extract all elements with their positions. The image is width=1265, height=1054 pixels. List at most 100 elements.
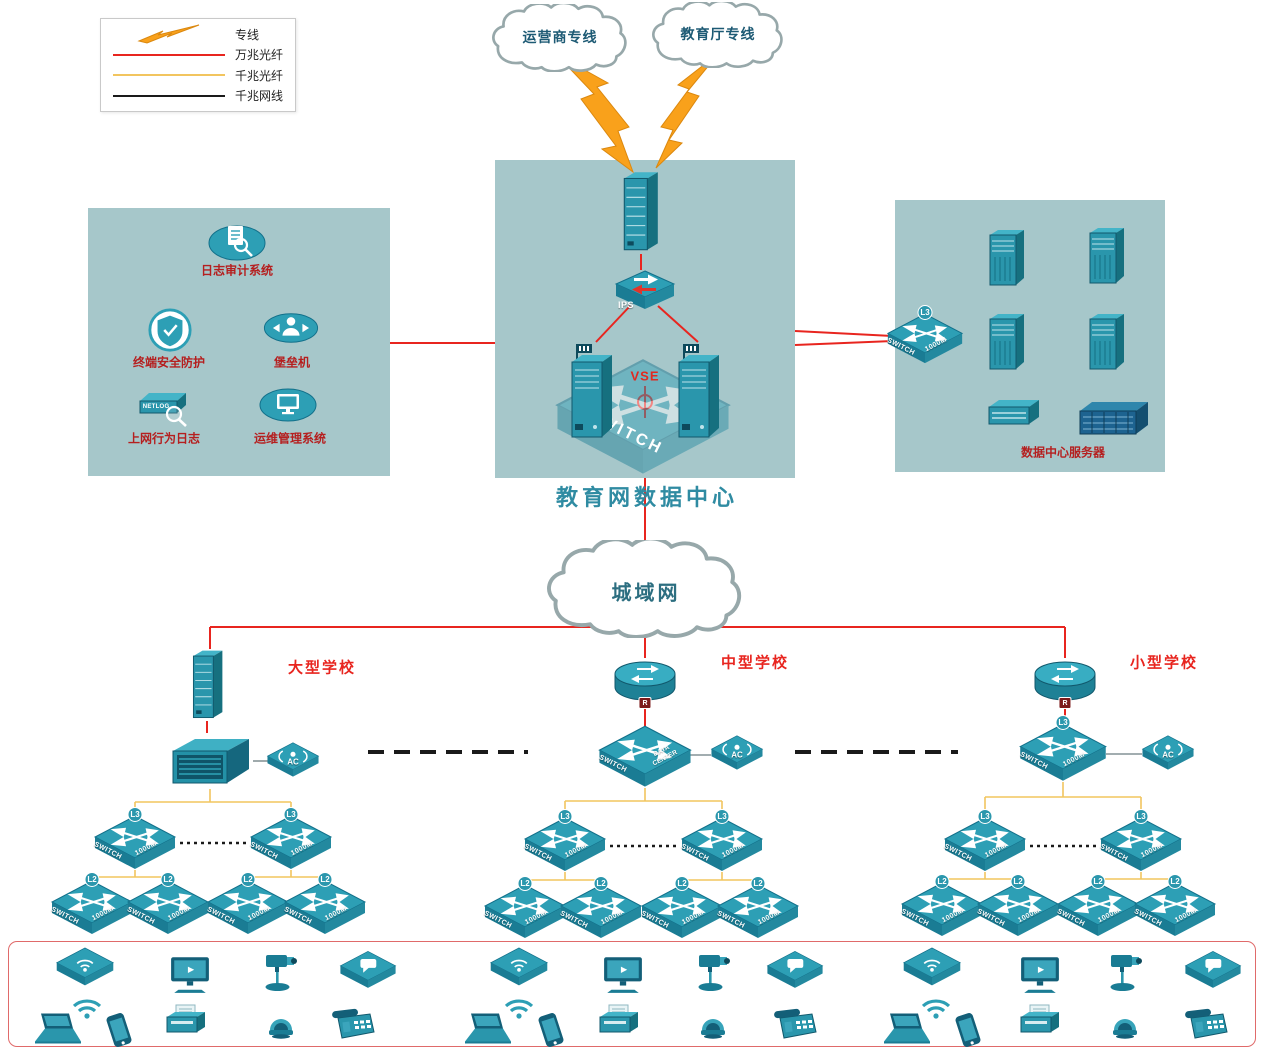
terminal-protection-system[interactable] <box>147 307 193 353</box>
switch-icon <box>523 816 607 874</box>
log-audit-system[interactable] <box>207 219 267 263</box>
switch-icon <box>93 814 177 872</box>
voip-gateway[interactable] <box>766 950 824 990</box>
desktop-pc[interactable] <box>602 955 644 993</box>
legend-row-1g-fiber: 千兆光纤 <box>111 65 285 85</box>
switch-icon <box>126 879 210 937</box>
firewall-icon <box>618 168 662 256</box>
legend-row-1g-copper: 千兆网线 <box>111 86 285 106</box>
bastion-host[interactable] <box>262 309 320 347</box>
ac-label: AC <box>731 750 743 760</box>
rack-server[interactable] <box>986 225 1028 289</box>
ptz-camera[interactable] <box>263 948 299 994</box>
wireless-controller-ac[interactable]: AC <box>266 742 320 779</box>
log-audit-label: 日志审计系统 <box>200 263 274 278</box>
core-server-left[interactable] <box>564 340 618 442</box>
dome-camera[interactable] <box>698 1011 728 1039</box>
rack-server[interactable] <box>1086 223 1128 287</box>
core-switch-icon <box>167 731 253 791</box>
router-badge: R <box>638 697 652 709</box>
desktop-pc[interactable] <box>1019 955 1061 993</box>
switch-icon <box>640 883 724 941</box>
voip-gateway[interactable] <box>1184 950 1242 990</box>
ptz-camera[interactable] <box>696 948 732 994</box>
printer-icon <box>1017 1003 1063 1037</box>
dome-camera-icon <box>698 1011 728 1039</box>
ops-management-system[interactable] <box>258 384 318 426</box>
blade-chassis[interactable] <box>1076 398 1150 440</box>
switch-icon <box>283 879 367 937</box>
school-router[interactable]: R <box>1033 658 1097 709</box>
ip-phone[interactable] <box>330 1008 376 1040</box>
netlog-system[interactable]: NETLOG <box>134 386 192 428</box>
wireless-controller-ac[interactable]: AC <box>710 735 764 772</box>
vse-label: VSE <box>630 368 660 384</box>
ip-phone[interactable] <box>1183 1008 1229 1040</box>
dome-camera[interactable] <box>1110 1011 1140 1039</box>
rack-server[interactable] <box>986 309 1028 373</box>
ops-management-label: 运维管理系统 <box>253 431 327 446</box>
switch-icon <box>680 816 764 874</box>
monitor-icon <box>1019 955 1061 993</box>
large-school-core-switch[interactable] <box>167 731 253 791</box>
log-audit-icon <box>207 219 267 263</box>
1g-fiber-line-sample <box>113 74 225 77</box>
wireless-ap[interactable] <box>55 947 115 988</box>
printer[interactable] <box>596 1003 642 1037</box>
wireless-ap[interactable] <box>489 947 549 988</box>
printer[interactable] <box>163 1003 209 1037</box>
printer[interactable] <box>1017 1003 1063 1037</box>
l2-badge: L2 <box>593 876 609 891</box>
l2-badge: L2 <box>1090 874 1106 889</box>
chat-device-icon <box>766 950 824 990</box>
storage-array[interactable] <box>983 396 1041 430</box>
switch-icon <box>1018 722 1108 784</box>
large-school-gateway[interactable] <box>188 647 226 723</box>
core-server-right[interactable] <box>671 340 725 442</box>
ip-phone[interactable] <box>772 1008 818 1040</box>
ptz-camera[interactable] <box>1108 948 1144 994</box>
rack-server-icon <box>986 225 1028 289</box>
wireless-controller-ac[interactable]: AC <box>1141 735 1195 772</box>
desktop-pc[interactable] <box>169 955 211 993</box>
core-firewall[interactable] <box>618 168 662 256</box>
firewall-icon <box>188 647 226 723</box>
rack-server-icon <box>1086 223 1128 287</box>
voip-gateway[interactable] <box>339 950 397 990</box>
dome-camera-icon <box>266 1011 296 1039</box>
carrier-cloud-label: 运营商专线 <box>522 29 598 45</box>
shield-icon <box>147 307 193 353</box>
rack-server[interactable] <box>1086 309 1128 373</box>
l2-badge: L2 <box>934 874 950 889</box>
switch-icon <box>900 881 984 939</box>
l2-badge: L2 <box>1167 874 1183 889</box>
school-router[interactable]: R <box>613 658 677 709</box>
switch-icon <box>1133 881 1217 939</box>
dome-camera[interactable] <box>266 1011 296 1039</box>
wireless-ap[interactable] <box>902 947 962 988</box>
switch-icon <box>559 883 643 941</box>
printer-icon <box>596 1003 642 1037</box>
ips-device[interactable]: IPS <box>612 268 678 314</box>
